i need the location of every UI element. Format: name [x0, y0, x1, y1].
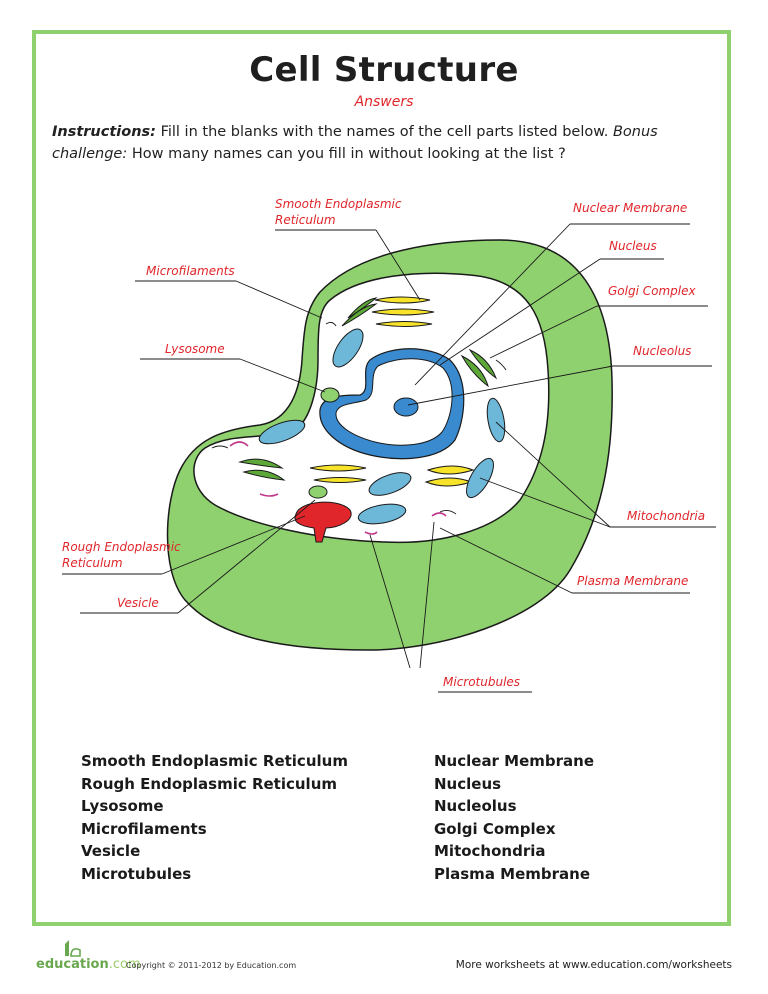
label-golgi-complex: Golgi Complex [608, 284, 696, 298]
nucleus-shape [335, 358, 453, 446]
word-bank-item: Nuclear Membrane [434, 752, 595, 770]
logo-domain: .com [108, 957, 141, 972]
label-mitochondria: Mitochondria [627, 509, 706, 523]
microtubules-shapes [229, 441, 447, 535]
bonus-challenge-label: Bonus challenge: [52, 124, 658, 162]
label-microfilaments: Microfilaments [146, 264, 235, 278]
nucleolus-shape [393, 397, 419, 417]
page-border [32, 30, 731, 926]
instructions-lead: Instructions: [52, 124, 156, 140]
word-bank-item: Plasma Membrane [434, 864, 590, 883]
education-logo-icon [65, 940, 81, 957]
label-smooth-er-line1: Smooth Endoplasmic [275, 197, 402, 211]
label-microtubules: Microtubules [443, 675, 521, 689]
word-bank-right: Nuclear Membrane Nucleus Nucleolus Golgi… [434, 750, 594, 886]
logo-text: education [36, 957, 109, 972]
label-nucleus: Nucleus [609, 239, 657, 253]
copyright-text: Copyright © 2011-2012 by Education.com [126, 961, 297, 970]
instructions-text: Fill in the blanks with the names of the… [155, 124, 613, 140]
label-rough-er-line1: Rough Endoplasmic [62, 540, 181, 554]
rough-er-shape [294, 501, 352, 543]
mitochondria-shapes [258, 328, 506, 525]
word-bank-item: Golgi Complex [434, 819, 556, 838]
vesicle-small-shape [308, 485, 328, 499]
label-rough-er-line2: Reticulum [62, 556, 123, 570]
page-subtitle: Answers [354, 94, 414, 110]
page-title: Cell Structure [249, 50, 519, 90]
word-bank-item: Microfilaments [81, 819, 207, 838]
word-bank-item: Nucleus [434, 774, 502, 793]
golgi-complex-shape [238, 297, 498, 481]
microfilaments-shapes [211, 321, 507, 515]
instructions: Instructions: Fill in the blanks with th… [52, 121, 732, 165]
label-plasma-membrane: Plasma Membrane [577, 574, 689, 588]
education-logo[interactable]: education.com [36, 957, 141, 972]
lysosome-shape [320, 387, 340, 403]
label-vesicle: Vesicle [117, 596, 159, 610]
word-bank-item: Vesicle [81, 842, 141, 861]
leader-lines [62, 223, 716, 693]
word-bank-item: Smooth Endoplasmic Reticulum [81, 752, 348, 770]
label-lysosome: Lysosome [165, 342, 225, 356]
bonus-challenge-text: How many names can you fill in without l… [127, 146, 566, 162]
word-bank-item: Mitochondria [434, 842, 546, 861]
word-bank-item: Rough Endoplasmic Reticulum [81, 774, 338, 793]
word-bank-item: Microtubules [81, 864, 192, 883]
label-nuclear-membrane: Nuclear Membrane [573, 201, 688, 215]
more-worksheets-link[interactable]: More worksheets at www.education.com/wor… [455, 959, 732, 971]
label-nucleolus: Nucleolus [633, 344, 692, 358]
label-smooth-er-line2: Reticulum [275, 213, 336, 227]
word-bank-item: Nucleolus [434, 797, 517, 816]
word-bank-left: Smooth Endoplasmic Reticulum Rough Endop… [81, 750, 348, 886]
word-bank-item: Lysosome [81, 797, 164, 816]
